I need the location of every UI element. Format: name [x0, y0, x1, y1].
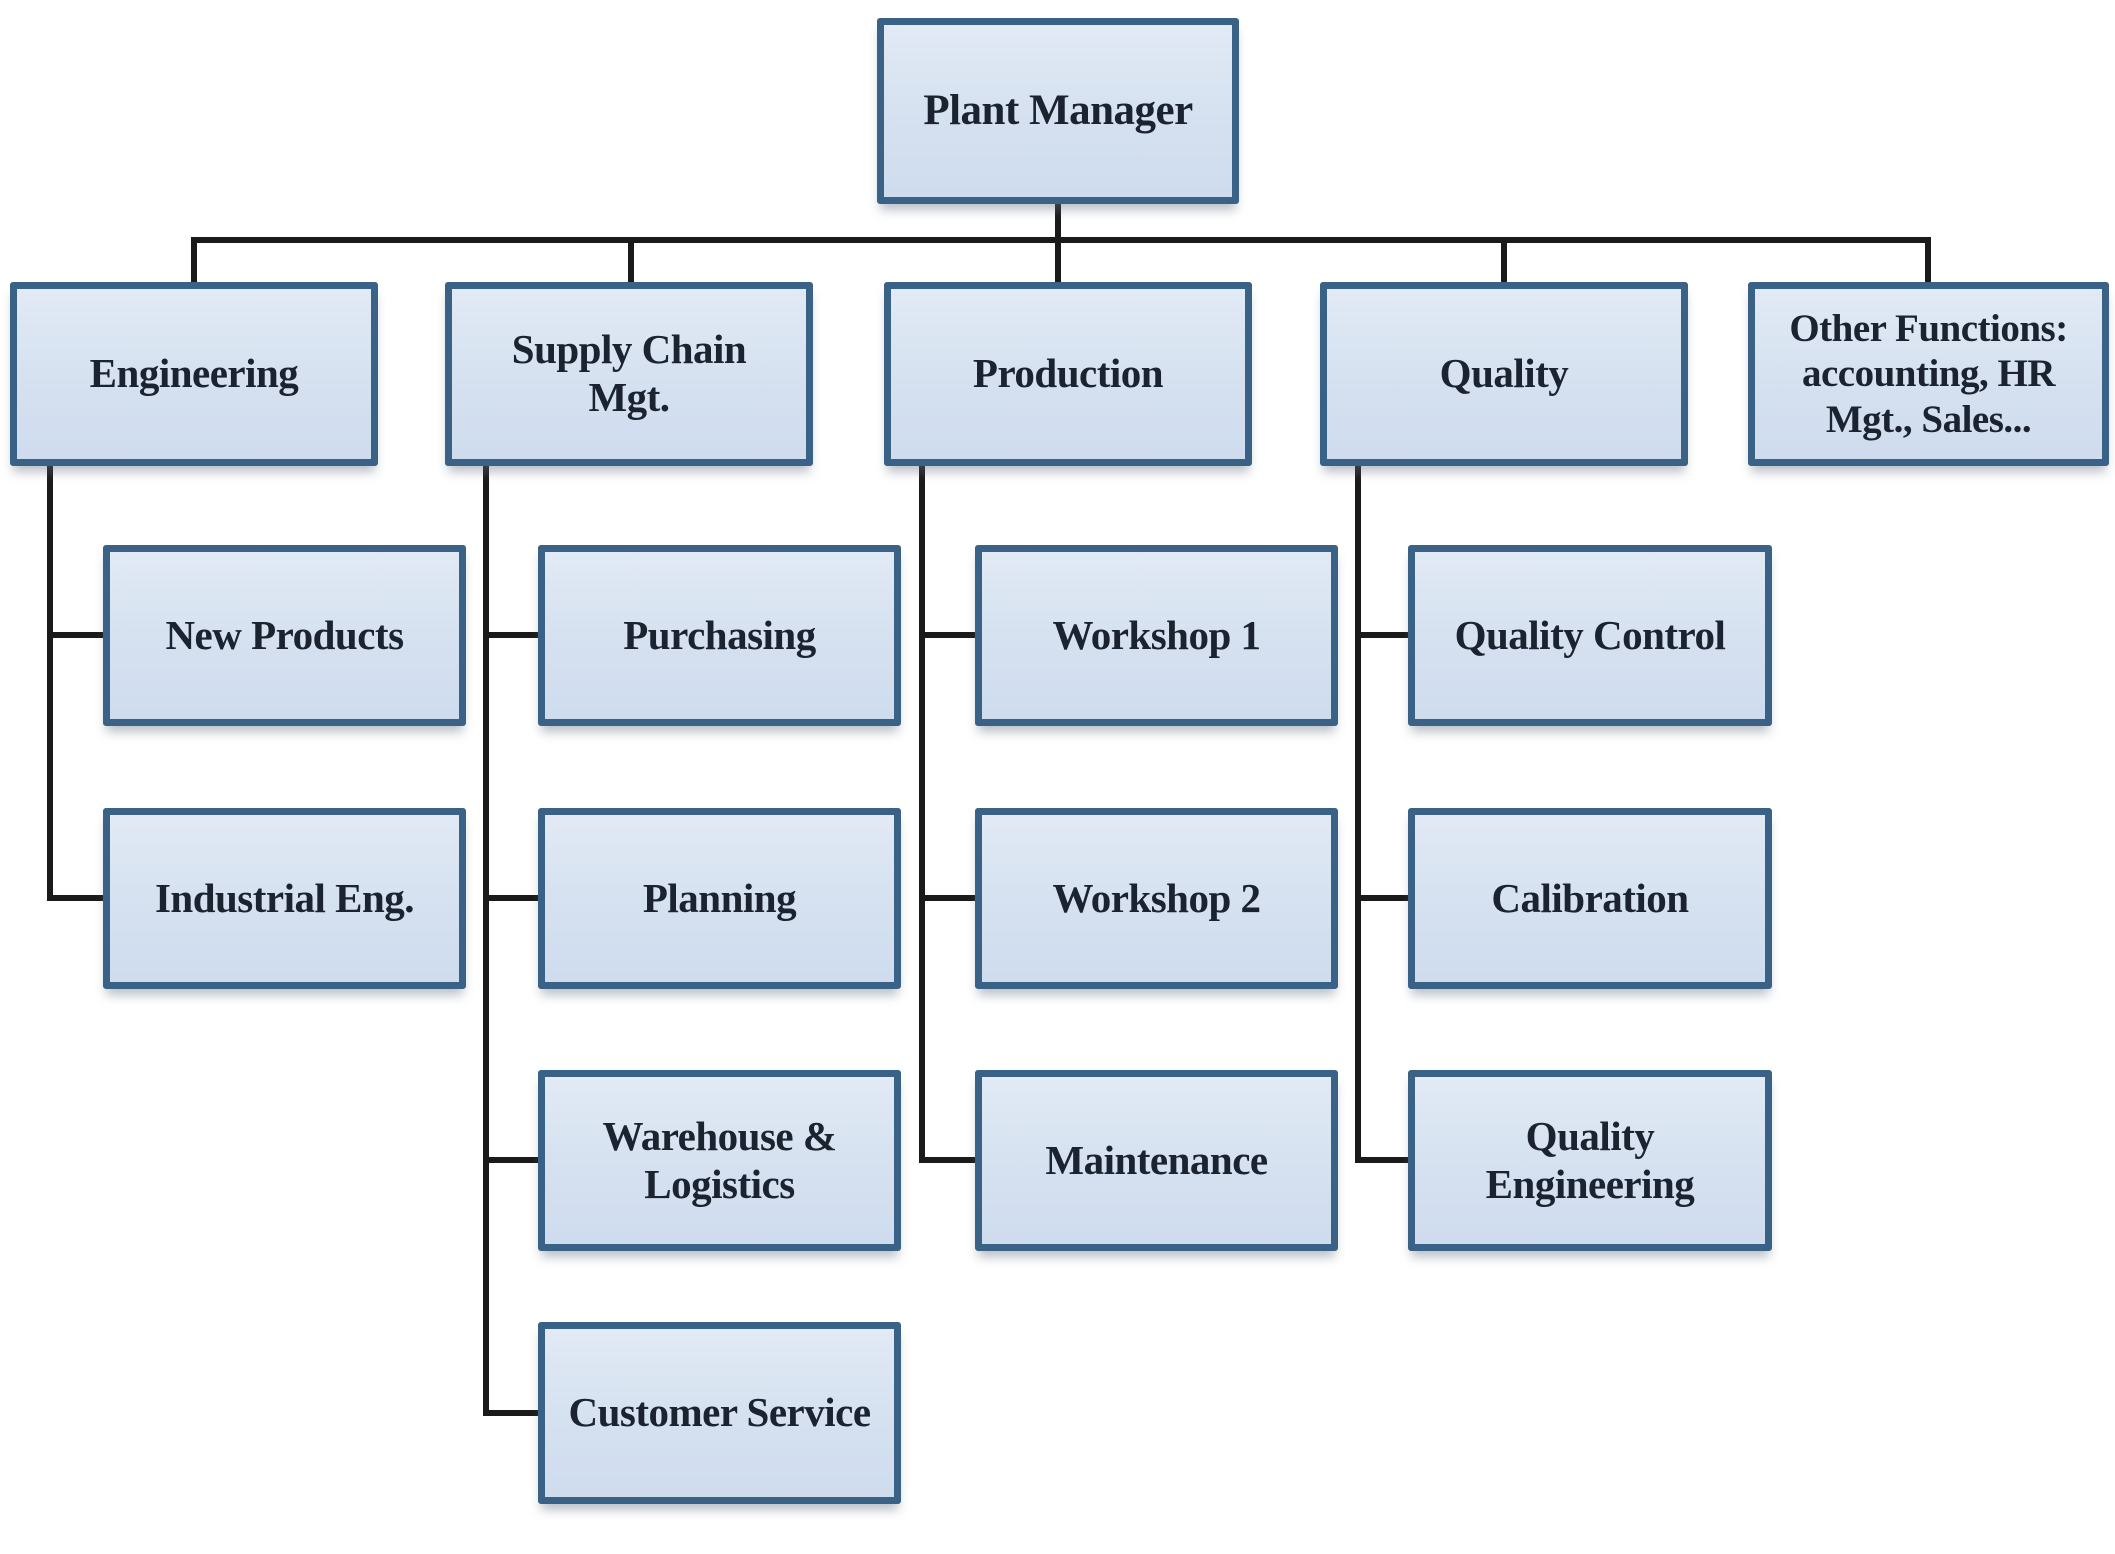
- connector-stub-warehouse-logistics: [483, 1157, 538, 1163]
- connector-stub-purchasing: [483, 632, 538, 638]
- connector-top-bus: [191, 237, 1931, 243]
- connector-drop-other-functions: [1925, 240, 1931, 282]
- connector-stub-industrial-eng: [47, 895, 103, 901]
- connector-stub-quality-engineering: [1355, 1157, 1408, 1163]
- node-industrial-eng: Industrial Eng.: [103, 808, 466, 989]
- node-purchasing: Purchasing: [538, 545, 901, 726]
- connector-stub-workshop-2: [919, 895, 975, 901]
- node-new-products-label: New Products: [165, 611, 404, 658]
- connector-supply-chain-column: [483, 466, 489, 1416]
- node-other-functions: Other Functions: accounting, HR Mgt., Sa…: [1748, 282, 2109, 466]
- connector-stub-workshop-1: [919, 632, 975, 638]
- node-other-functions-label: Other Functions: accounting, HR Mgt., Sa…: [1789, 306, 2068, 441]
- node-warehouse-logistics-label: Warehouse & Logistics: [602, 1112, 837, 1207]
- node-industrial-eng-label: Industrial Eng.: [154, 874, 415, 921]
- node-quality-engineering-label: Quality Engineering: [1485, 1112, 1695, 1207]
- node-quality-control-label: Quality Control: [1454, 611, 1726, 658]
- connector-production-column: [919, 466, 925, 1163]
- node-warehouse-logistics: Warehouse & Logistics: [538, 1070, 901, 1251]
- node-workshop-2-label: Workshop 2: [1052, 874, 1261, 921]
- connector-stub-maintenance: [919, 1157, 975, 1163]
- node-production: Production: [884, 282, 1252, 466]
- node-supply-chain-mgt: Supply Chain Mgt.: [445, 282, 813, 466]
- node-quality-control: Quality Control: [1408, 545, 1772, 726]
- connector-drop-engineering: [191, 240, 197, 282]
- connector-stub-planning: [483, 895, 538, 901]
- node-calibration-label: Calibration: [1491, 874, 1689, 921]
- node-calibration: Calibration: [1408, 808, 1772, 989]
- connector-stub-customer-service: [483, 1410, 538, 1416]
- connector-drop-quality: [1501, 240, 1507, 282]
- connector-plant-manager-stem: [1055, 204, 1061, 282]
- node-customer-service-label: Customer Service: [568, 1389, 871, 1436]
- node-new-products: New Products: [103, 545, 466, 726]
- node-workshop-1: Workshop 1: [975, 545, 1338, 726]
- node-plant-manager-label: Plant Manager: [923, 86, 1193, 134]
- node-production-label: Production: [972, 350, 1164, 397]
- connector-drop-supply-chain: [628, 240, 634, 282]
- node-planning: Planning: [538, 808, 901, 989]
- node-workshop-2: Workshop 2: [975, 808, 1338, 989]
- connector-stub-quality-control: [1355, 632, 1408, 638]
- connector-stub-new-products: [47, 632, 103, 638]
- node-quality: Quality: [1320, 282, 1688, 466]
- node-maintenance-label: Maintenance: [1045, 1136, 1268, 1183]
- node-quality-engineering: Quality Engineering: [1408, 1070, 1772, 1251]
- node-customer-service: Customer Service: [538, 1322, 901, 1504]
- node-supply-chain-mgt-label: Supply Chain Mgt.: [511, 326, 747, 420]
- node-engineering: Engineering: [10, 282, 378, 466]
- node-workshop-1-label: Workshop 1: [1052, 611, 1261, 658]
- connector-stub-calibration: [1355, 895, 1408, 901]
- node-plant-manager: Plant Manager: [877, 18, 1239, 204]
- node-maintenance: Maintenance: [975, 1070, 1338, 1251]
- connector-engineering-column: [47, 466, 53, 901]
- node-quality-label: Quality: [1439, 350, 1569, 397]
- connector-quality-column: [1355, 466, 1361, 1163]
- node-planning-label: Planning: [642, 874, 797, 921]
- node-engineering-label: Engineering: [89, 350, 299, 397]
- node-purchasing-label: Purchasing: [623, 611, 816, 658]
